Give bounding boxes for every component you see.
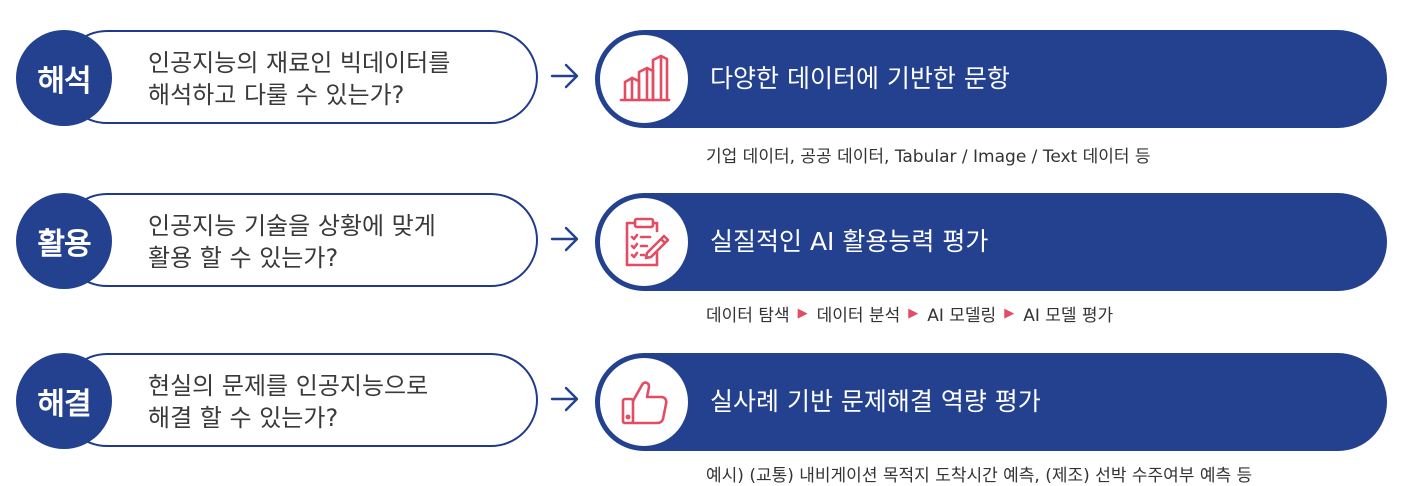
step-label: AI 모델 평가 [1023, 306, 1114, 326]
category-badge: 해석 [16, 30, 112, 126]
thumbs-up-icon [621, 381, 668, 425]
answer-text: 실사례 기반 문제해결 역량 평가 [710, 387, 1041, 416]
arrow-right-icon [550, 63, 579, 89]
process-steps: 데이터 탐색 ▶ 데이터 분석 ▶ AI 모델링 ▶ AI 모델 평가 [706, 301, 1113, 326]
answer-text: 다양한 데이터에 기반한 문항 [710, 64, 1010, 93]
step-label: AI 모델링 [927, 306, 997, 326]
detail-text: 기업 데이터, 공공 데이터, Tabular / Image / Text 데… [706, 147, 1151, 167]
row-utilization: 인공지능 기술을 상황에 맞게 활용 할 수 있는가? 활용 실질적인 AI 활… [0, 163, 1404, 326]
detail-text: 예시) (교통) 내비게이션 목적지 도착시간 예측, (제조) 선박 수주여부… [706, 466, 1253, 486]
step-label: 데이터 탐색 [706, 306, 790, 326]
icon-circle [600, 35, 688, 123]
arrow-right-icon [550, 226, 579, 252]
clipboard-pencil-icon [625, 217, 670, 267]
category-badge: 해결 [16, 353, 112, 449]
question-pill: 현실의 문제를 인공지능으로 해결 할 수 있는가? [60, 353, 538, 447]
answer-bar: 실사례 기반 문제해결 역량 평가 [595, 353, 1387, 451]
answer-bar: 다양한 데이터에 기반한 문항 [595, 30, 1387, 128]
arrow-right-icon [550, 386, 579, 412]
category-badge: 활용 [16, 193, 112, 289]
question-text: 인공지능의 재료인 빅데이터를 해석하고 다룰 수 있는가? [148, 49, 451, 109]
step-label: 데이터 분석 [816, 306, 901, 326]
bar-chart-icon [619, 54, 671, 102]
row-solution: 현실의 문제를 인공지능으로 해결 할 수 있는가? 해결 실사례 기반 문제해… [0, 323, 1404, 486]
question-text: 현실의 문제를 인공지능으로 해결 할 수 있는가? [148, 372, 429, 432]
answer-text: 실질적인 AI 활용능력 평가 [710, 227, 989, 256]
icon-circle [600, 198, 688, 286]
answer-bar: 실질적인 AI 활용능력 평가 [595, 193, 1387, 291]
question-pill: 인공지능의 재료인 빅데이터를 해석하고 다룰 수 있는가? [60, 30, 538, 124]
row-interpretation: 인공지능의 재료인 빅데이터를 해석하고 다룰 수 있는가? 해석 다양한 데이… [0, 0, 1404, 167]
triangle-right-icon: ▶ [908, 306, 919, 321]
triangle-right-icon: ▶ [797, 306, 808, 321]
question-pill: 인공지능 기술을 상황에 맞게 활용 할 수 있는가? [60, 193, 538, 287]
icon-circle [600, 358, 688, 446]
question-text: 인공지능 기술을 상황에 맞게 활용 할 수 있는가? [148, 212, 436, 272]
triangle-right-icon: ▶ [1004, 306, 1015, 321]
